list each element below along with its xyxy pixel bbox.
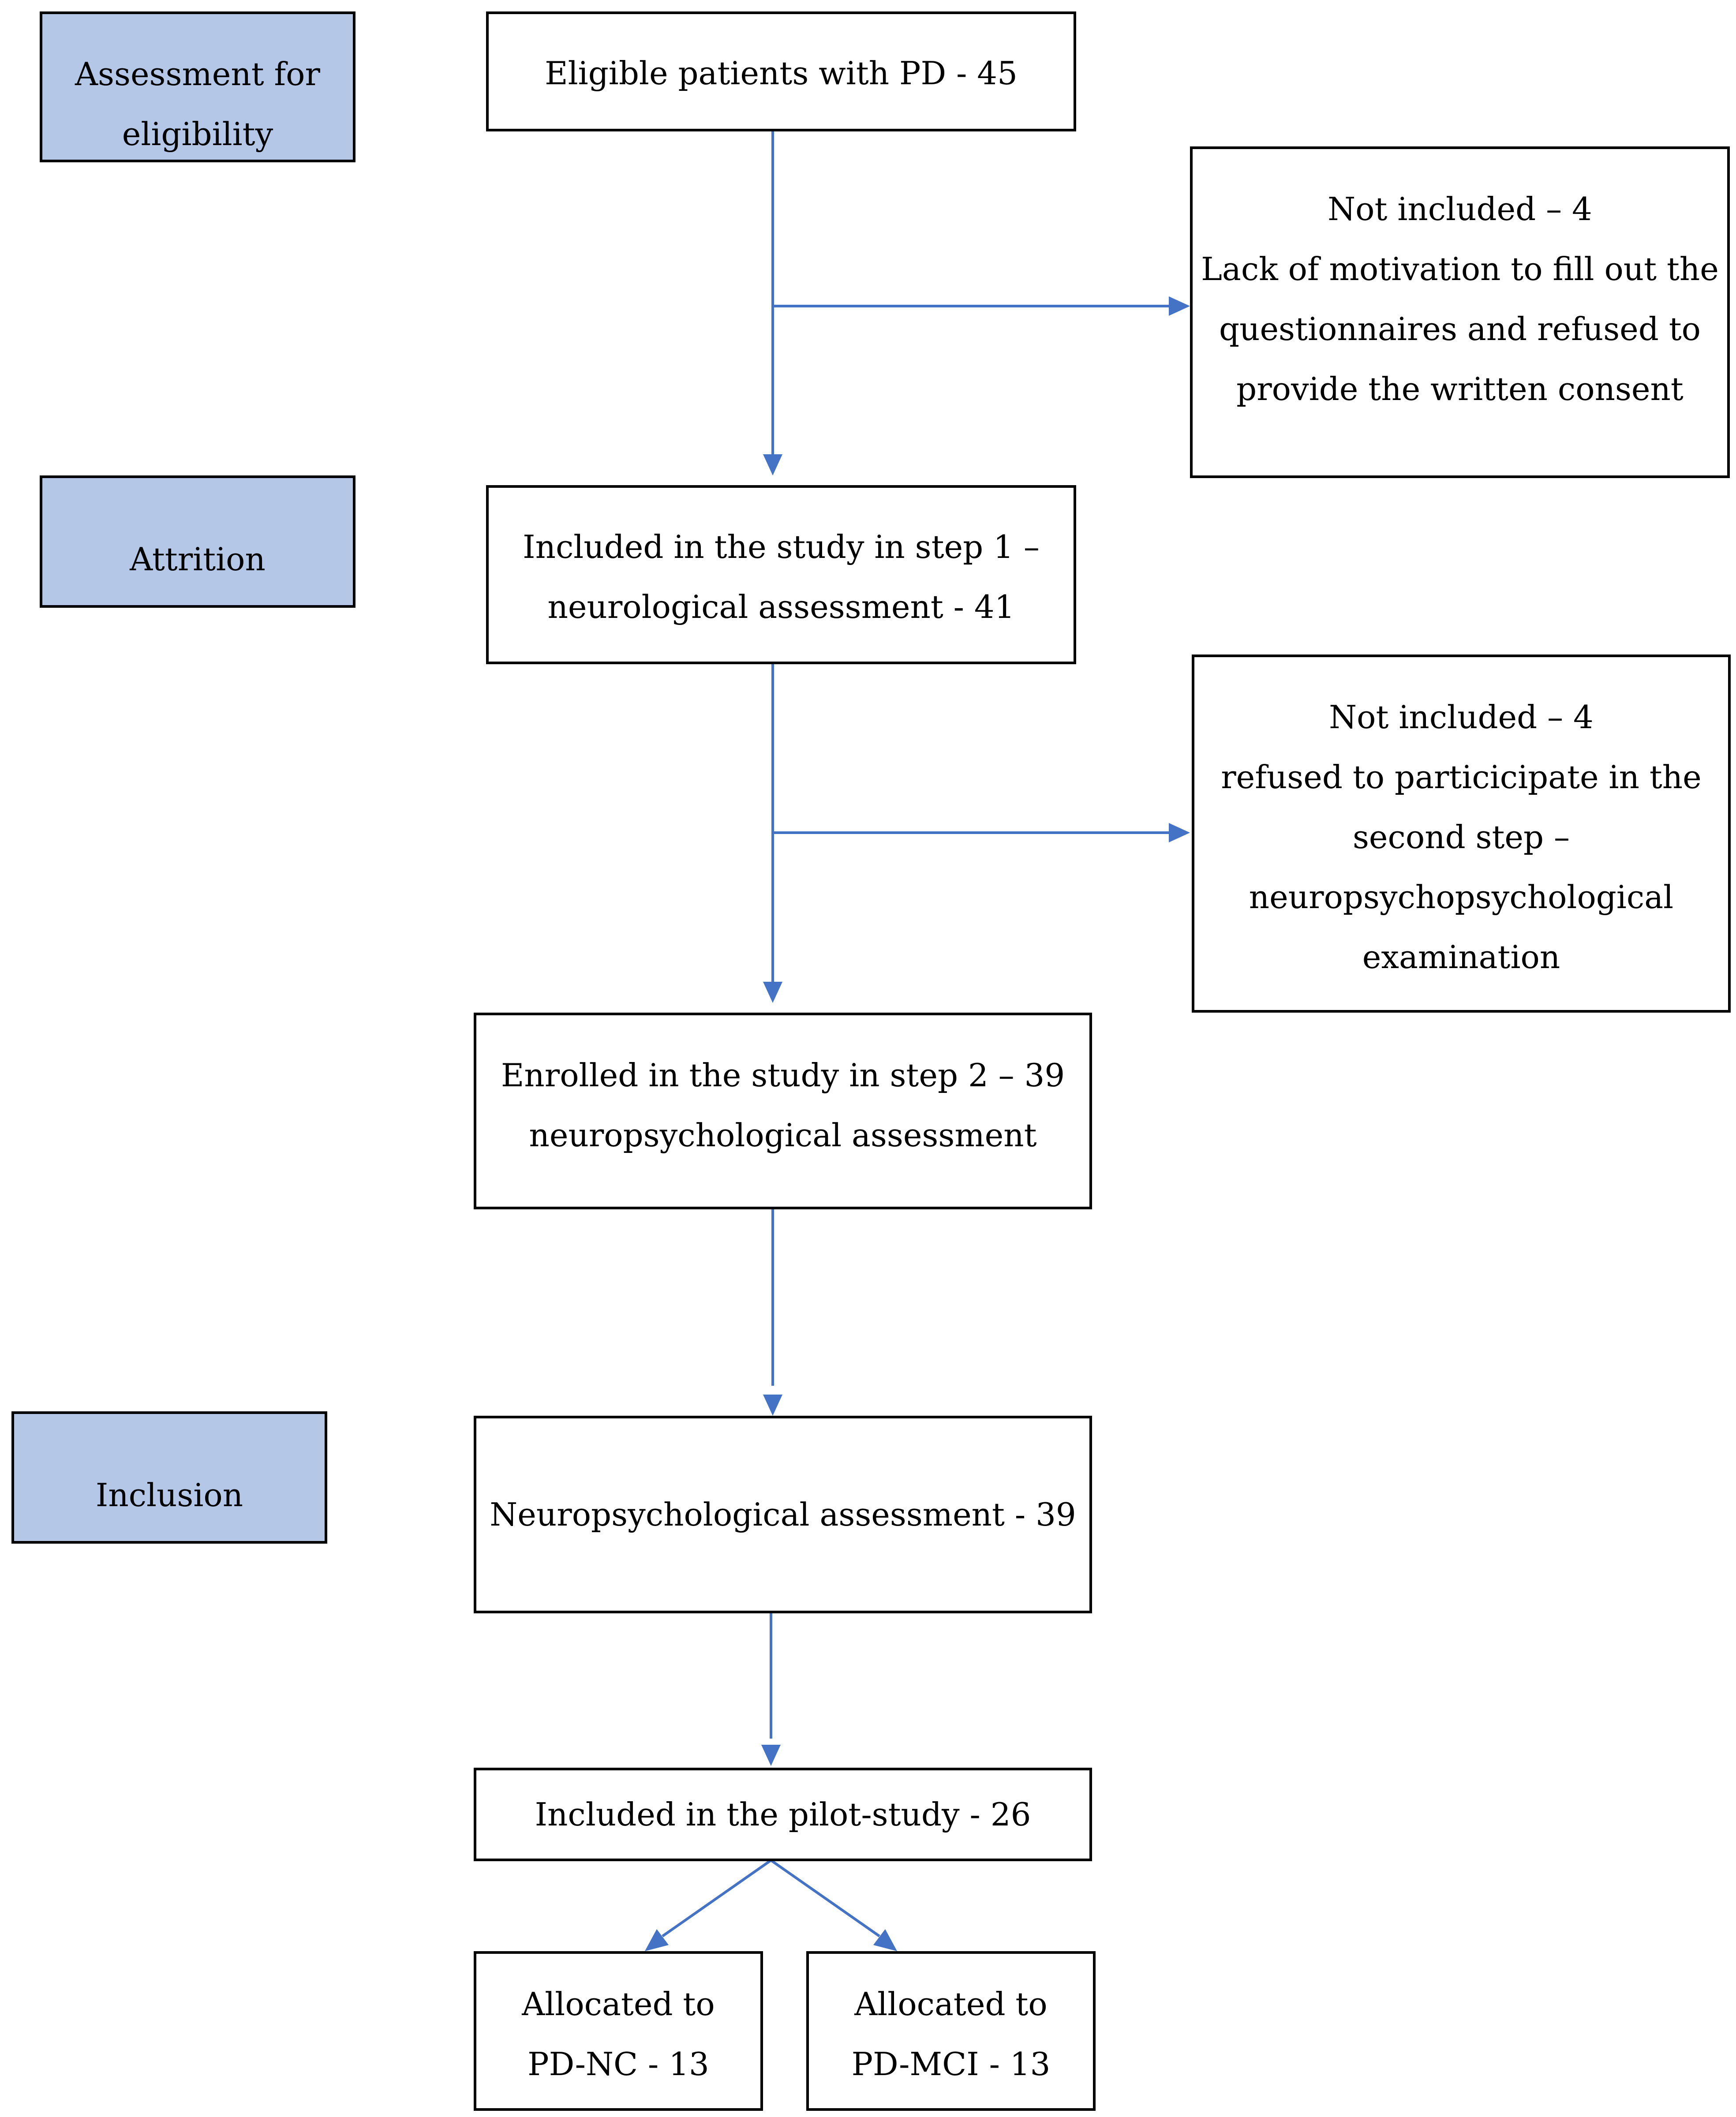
box-enrolled-step2: Enrolled in the study in step 2 – 39 neu… bbox=[474, 1013, 1092, 1209]
box-not-included-2: Not included – 4 refused to particicipat… bbox=[1192, 655, 1731, 1013]
box-text: examination bbox=[1362, 939, 1560, 976]
box-text: Neuropsychological assessment - 39 bbox=[490, 1496, 1076, 1533]
stage-attrition: Attrition bbox=[40, 475, 355, 608]
box-text: Not included – 4 bbox=[1329, 699, 1594, 736]
arrowhead bbox=[1169, 296, 1190, 316]
box-text: Included in the pilot-study - 26 bbox=[535, 1796, 1031, 1833]
arrowhead bbox=[761, 1745, 781, 1766]
stage-label: Attrition bbox=[130, 541, 266, 578]
box-allocated-pd-nc: Allocated to PD-NC - 13 bbox=[474, 1951, 763, 2111]
arrow-pilot-to-pd-mci bbox=[770, 1859, 880, 1937]
box-text: questionnaires and refused to bbox=[1219, 310, 1701, 348]
stage-inclusion: Inclusion bbox=[11, 1411, 327, 1544]
arrowhead bbox=[763, 454, 782, 475]
stage-label: Inclusion bbox=[95, 1477, 243, 1514]
box-text: Allocated to bbox=[854, 1986, 1048, 2023]
box-text: Eligible patients with PD - 45 bbox=[545, 55, 1018, 92]
arrowhead bbox=[763, 982, 782, 1003]
box-text: refused to particicipate in the bbox=[1221, 759, 1702, 796]
box-text: neurological assessment - 41 bbox=[547, 588, 1015, 625]
box-text: Not included – 4 bbox=[1328, 191, 1592, 228]
box-text: Allocated to bbox=[522, 1986, 715, 2023]
box-text: neuropsychopsychological bbox=[1249, 879, 1674, 916]
box-text: second step – bbox=[1352, 819, 1570, 856]
box-text: Enrolled in the study in step 2 – 39 bbox=[501, 1057, 1065, 1094]
box-text: neuropsychological assessment bbox=[529, 1117, 1037, 1154]
stage-assessment-eligibility: Assessment for eligibility bbox=[40, 11, 355, 162]
stage-label: Assessment for bbox=[75, 56, 320, 93]
arrowhead bbox=[763, 1395, 782, 1416]
arrow-pilot-to-pd-nc bbox=[662, 1859, 772, 1937]
arrowhead bbox=[873, 1929, 897, 1951]
box-neuropsychological-assessment: Neuropsychological assessment - 39 bbox=[474, 1416, 1092, 1613]
box-not-included-1-content: Not included – 4 Lack of motivation to f… bbox=[1190, 146, 1730, 478]
box-text: Included in the study in step 1 – bbox=[523, 528, 1040, 565]
box-text: PD-NC - 13 bbox=[528, 2046, 709, 2083]
arrowhead bbox=[1169, 823, 1190, 842]
stage-label: eligibility bbox=[122, 116, 273, 153]
box-included-step1: Included in the study in step 1 – neurol… bbox=[486, 485, 1076, 664]
box-text: Lack of motivation to fill out the bbox=[1201, 251, 1719, 288]
arrowhead bbox=[645, 1929, 669, 1951]
box-eligible-patients: Eligible patients with PD - 45 bbox=[486, 11, 1076, 131]
box-pilot-study: Included in the pilot-study - 26 bbox=[474, 1768, 1092, 1861]
box-allocated-pd-mci: Allocated to PD-MCI - 13 bbox=[806, 1951, 1096, 2111]
box-text: provide the written consent bbox=[1236, 370, 1684, 408]
box-text: PD-MCI - 13 bbox=[851, 2046, 1051, 2083]
